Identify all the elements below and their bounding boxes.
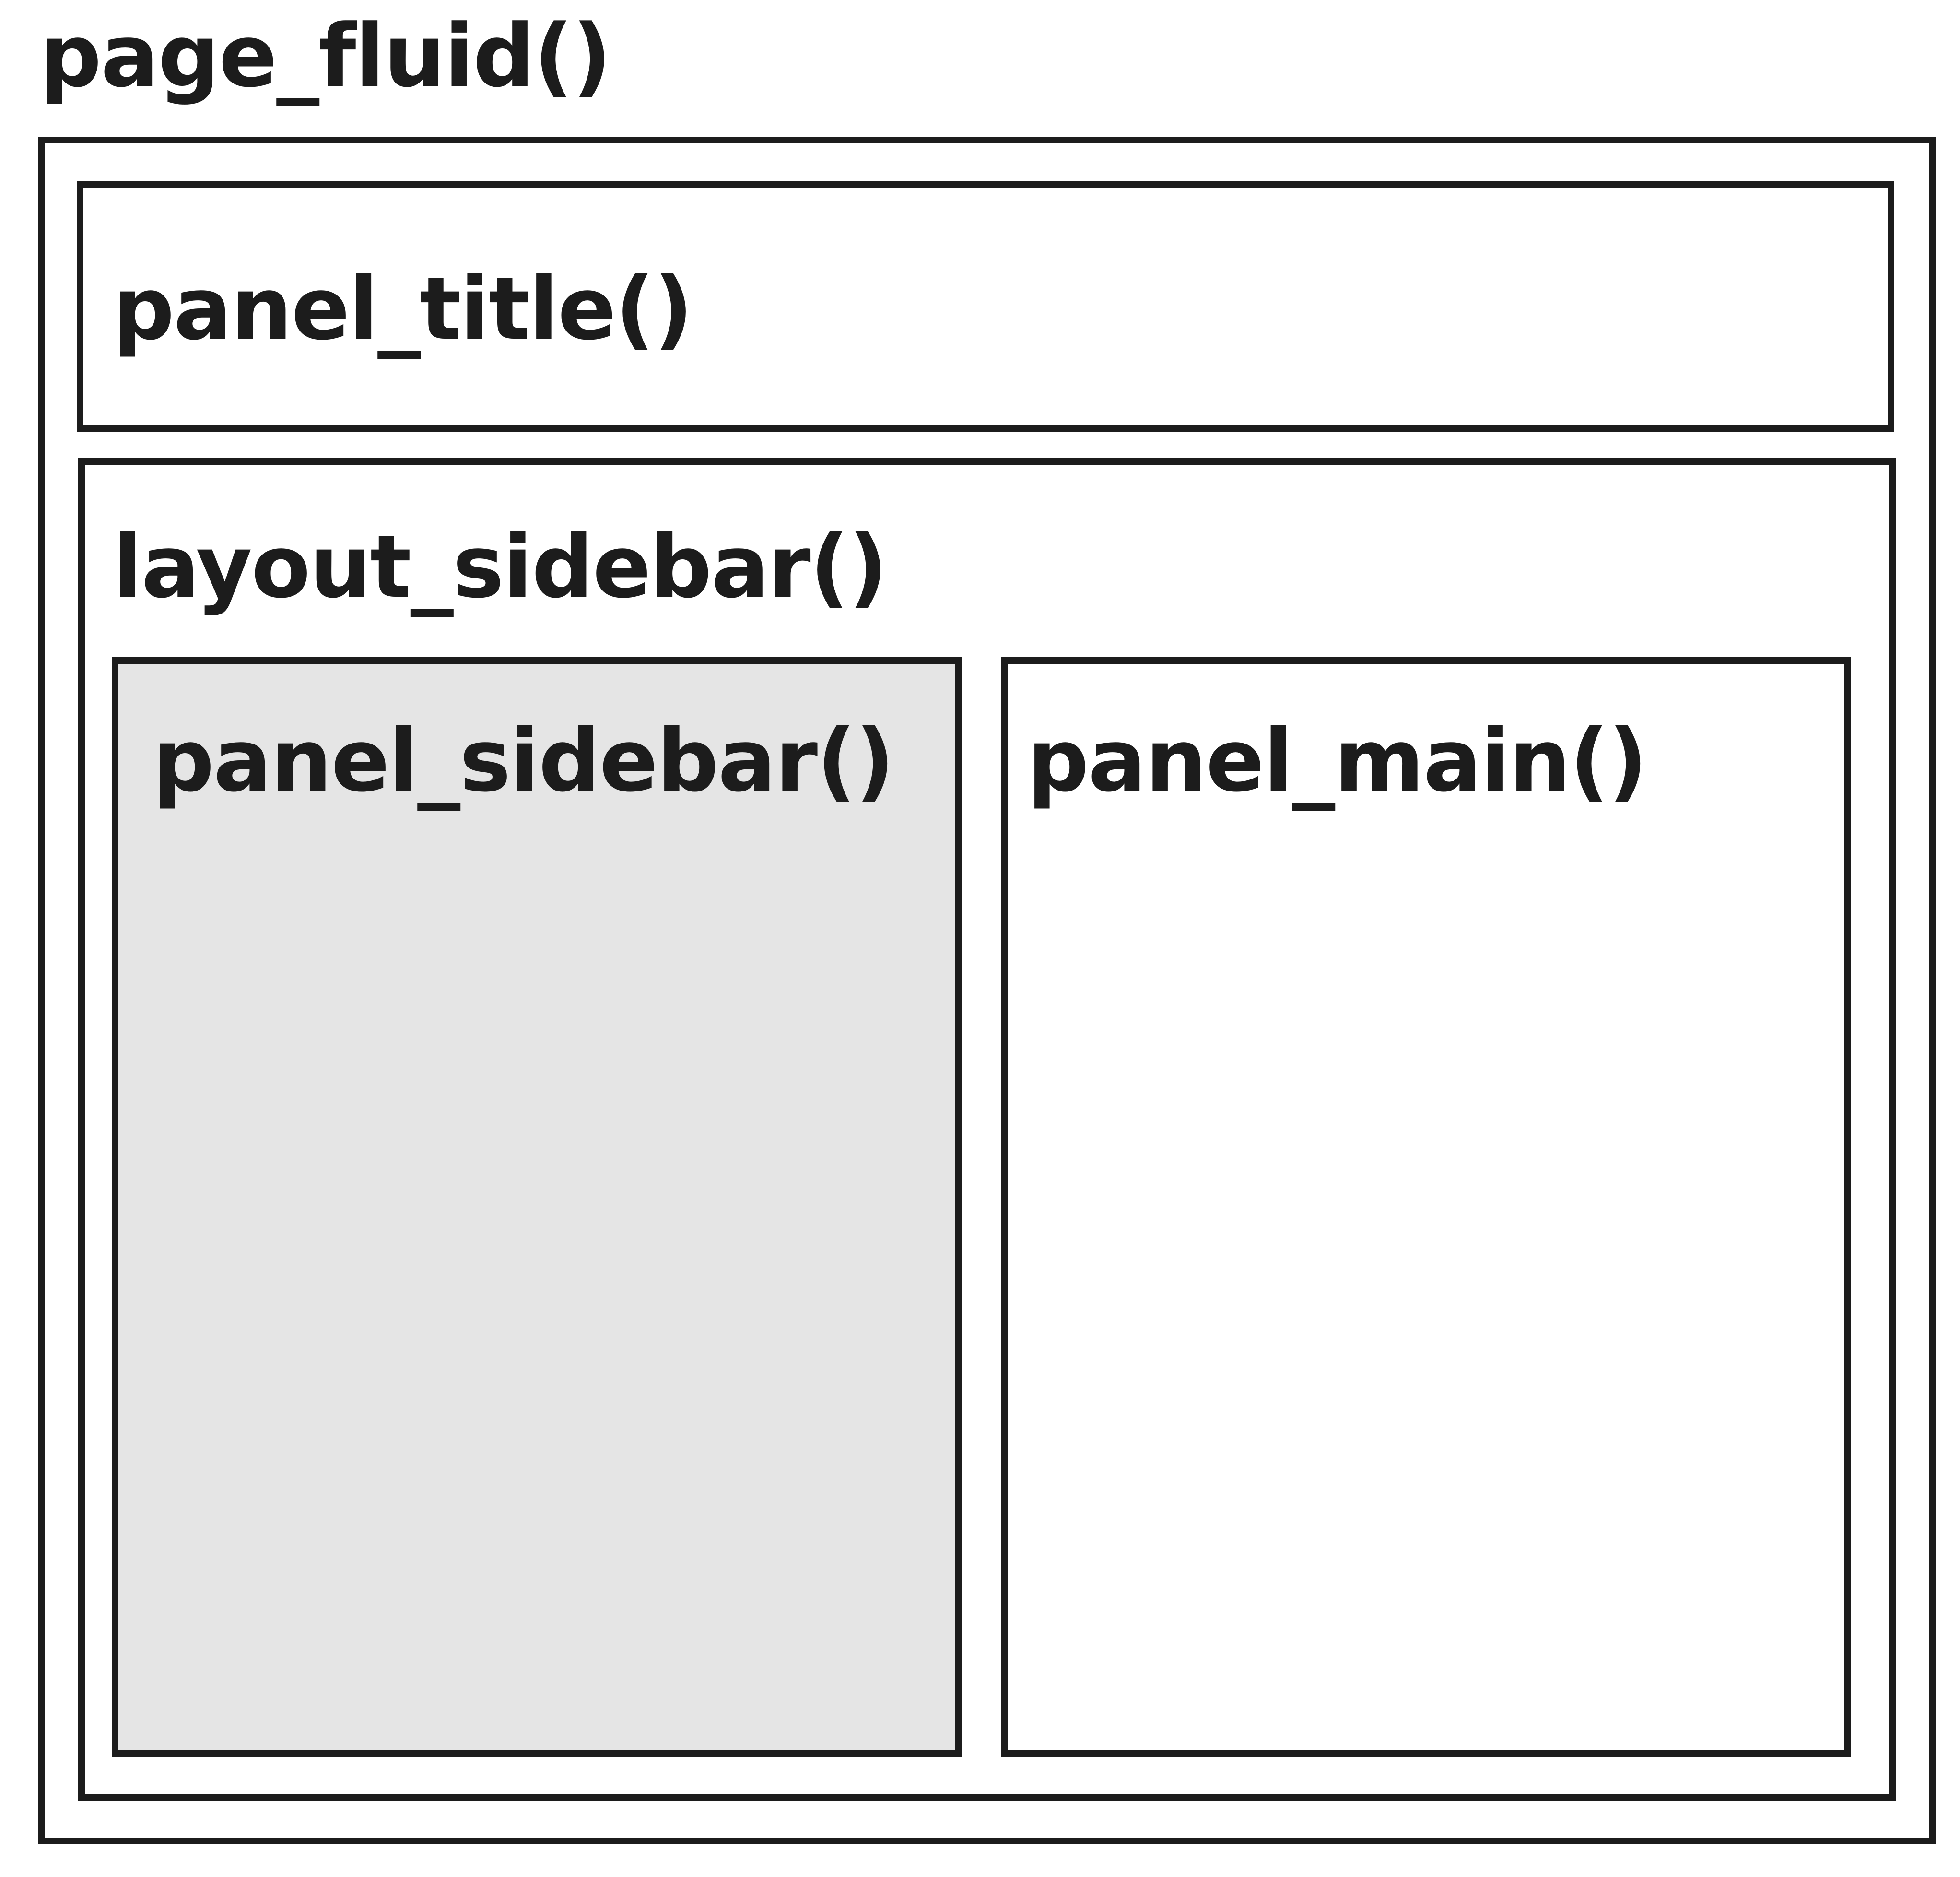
- layout-sidebar-label: layout_sidebar(): [113, 517, 888, 617]
- panel-title-label: panel_title(): [113, 259, 693, 359]
- layout-sidebar-container: [78, 458, 1896, 1801]
- panel-main-container: [1001, 657, 1851, 1757]
- panel-title-container: [77, 181, 1894, 432]
- panel-sidebar-label: panel_sidebar(): [153, 711, 895, 811]
- panel-main-label: panel_main(): [1027, 711, 1648, 811]
- panel-sidebar-container: [112, 657, 962, 1757]
- page-fluid-label: page_fluid(): [40, 6, 611, 106]
- page-fluid-container: [38, 137, 1936, 1844]
